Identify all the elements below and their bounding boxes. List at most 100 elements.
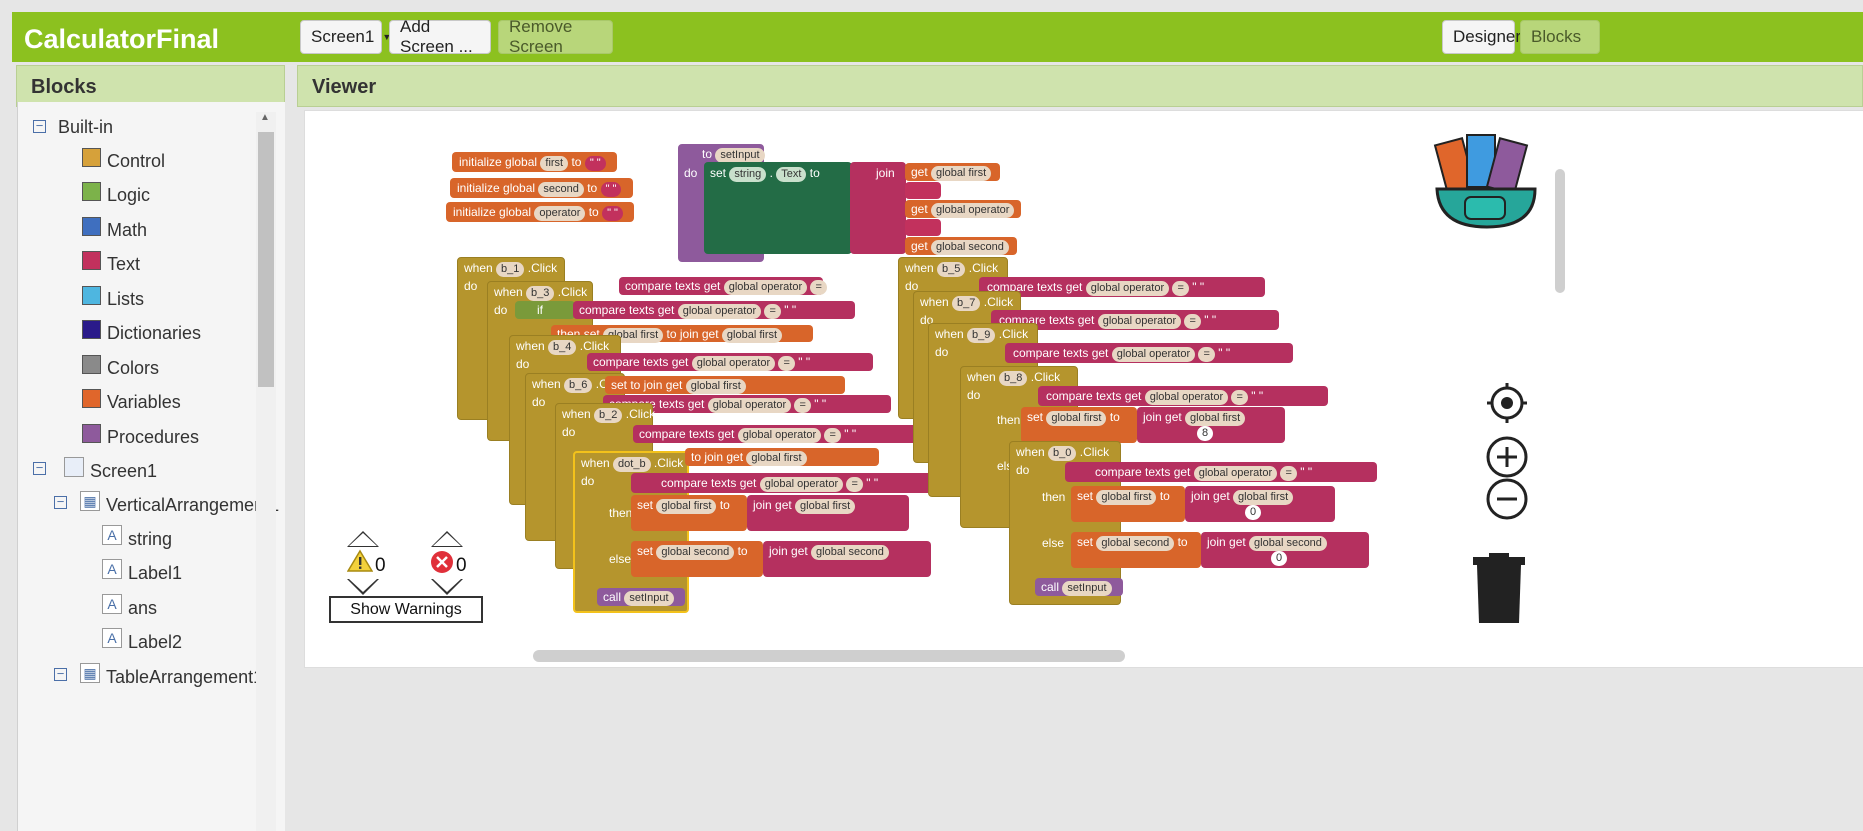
collapse-table-icon[interactable]: − (54, 667, 67, 681)
category-lists[interactable]: Lists (82, 284, 144, 314)
empty-text-block[interactable]: " " (584, 156, 606, 171)
zoom-in-icon[interactable] (1485, 435, 1533, 483)
event-component[interactable]: dot_b (613, 457, 651, 472)
event-component[interactable]: b_4 (548, 340, 577, 355)
category-control[interactable]: Control (82, 146, 165, 176)
compare-texts-block[interactable]: compare texts get global operator = " " (1038, 386, 1328, 406)
builtin-label[interactable]: Built-in (58, 116, 114, 137)
set-global-second-block[interactable]: set global second to (1071, 532, 1201, 568)
component-label1[interactable]: A Label1 (102, 558, 182, 588)
init-global-operator-block[interactable]: initialize global operator to " " (446, 202, 634, 222)
blocks-scroll-thumb[interactable] (258, 132, 274, 387)
vertical-scrollbar[interactable] (1555, 169, 1565, 293)
get-global-second-block[interactable]: get global second (905, 237, 1017, 255)
component-ans[interactable]: A ans (102, 593, 157, 623)
init-global-first-block[interactable]: initialize global first to " " (452, 152, 617, 172)
set-global-first-block[interactable]: set global first to (631, 495, 747, 531)
get-global-operator-block[interactable]: get global operator (905, 200, 1021, 218)
text-literal-0[interactable]: 0 (1245, 505, 1262, 520)
category-dictionaries[interactable]: Dictionaries (82, 319, 201, 349)
join-block[interactable]: join get global first (747, 495, 909, 531)
category-logic[interactable]: Logic (82, 181, 150, 211)
next-error-icon[interactable] (431, 579, 463, 595)
category-procedures[interactable]: Procedures (82, 422, 199, 452)
compare-texts-block[interactable]: compare texts get global operator = " " (1065, 462, 1377, 482)
designer-button[interactable]: Designer (1442, 20, 1521, 54)
event-component[interactable]: b_7 (952, 296, 981, 311)
collapse-screen-icon[interactable]: − (33, 461, 46, 475)
event-component[interactable]: b_2 (594, 408, 623, 423)
backpack-icon[interactable] (1431, 127, 1545, 235)
component-dropdown[interactable]: string (729, 167, 767, 182)
var-dropdown[interactable]: global second (931, 240, 1009, 255)
compare-texts-block[interactable]: compare texts get global operator = " " (573, 301, 855, 319)
init-global-second-block[interactable]: initialize global second to " " (450, 178, 633, 198)
event-component[interactable]: b_9 (967, 328, 996, 343)
vertical-arrangement-item[interactable]: ▦ VerticalArrangement1 (80, 490, 279, 520)
set-string-text-block[interactable]: set string . Text to (704, 162, 852, 254)
join-block[interactable]: join get global second (763, 541, 931, 577)
next-warning-icon[interactable] (347, 579, 379, 595)
compare-texts-block[interactable]: compare texts get global operator = " " (991, 310, 1279, 330)
property-dropdown[interactable]: Text (776, 167, 807, 182)
compare-texts-block[interactable]: compare texts get global operator = " " (633, 425, 919, 443)
trash-icon[interactable] (1469, 551, 1529, 625)
call-setinput-block[interactable]: call setInput (597, 588, 685, 606)
compare-texts-block[interactable]: compare texts get global operator = " " (631, 473, 939, 493)
category-text[interactable]: Text (82, 250, 140, 280)
add-screen-button[interactable]: Add Screen ... (389, 17, 491, 56)
text-literal-0[interactable]: 0 (1271, 551, 1288, 566)
screen-select[interactable]: Screen1 ▼ (300, 20, 391, 54)
screen1-item[interactable]: Screen1 (64, 456, 157, 486)
set-global-second-block[interactable]: set global second to (631, 541, 763, 577)
event-component[interactable]: b_0 (1048, 446, 1077, 461)
event-component[interactable]: b_8 (999, 371, 1028, 386)
var-dropdown[interactable]: global operator (931, 203, 1015, 218)
component-label2[interactable]: A Label2 (102, 627, 182, 657)
empty-text-block[interactable] (905, 219, 941, 236)
empty-text-block[interactable] (905, 182, 941, 199)
set-global-first-block[interactable]: set global first to (1021, 407, 1137, 443)
set-global-first-block[interactable]: set global first to (1071, 486, 1185, 522)
join-block[interactable]: join get global first 8 (1137, 407, 1285, 443)
table-arrangement-item[interactable]: ▦ TableArrangement1 (80, 662, 263, 692)
compare-texts-block[interactable]: compare texts get global operator = " " (1005, 343, 1293, 363)
blocks-button[interactable]: Blocks (1520, 20, 1600, 54)
category-colors[interactable]: Colors (82, 353, 159, 383)
event-component[interactable]: b_5 (937, 262, 966, 277)
join-block[interactable]: join (850, 162, 906, 254)
procedure-name[interactable]: setInput (715, 148, 765, 163)
recenter-icon[interactable] (1485, 381, 1533, 429)
scroll-up-icon[interactable]: ▲ (260, 112, 270, 123)
show-warnings-button[interactable]: Show Warnings (329, 596, 483, 623)
remove-screen-button[interactable]: Remove Screen (498, 17, 613, 56)
var-name-second[interactable]: second (538, 182, 584, 197)
set-block[interactable]: set to join get global first (605, 376, 845, 394)
category-variables[interactable]: Variables (82, 388, 181, 418)
empty-text-block[interactable]: " " (602, 206, 623, 221)
category-math[interactable]: Math (82, 215, 147, 245)
var-name-operator[interactable]: operator (534, 206, 586, 221)
zoom-out-icon[interactable] (1485, 477, 1533, 525)
collapse-builtin-icon[interactable]: − (33, 119, 46, 133)
prev-error-icon[interactable] (431, 531, 463, 547)
join-block[interactable]: join get global first 0 (1185, 486, 1335, 522)
set-block[interactable]: to join get global first (685, 448, 879, 466)
compare-texts-block[interactable]: compare texts get global operator = " " (619, 277, 842, 295)
var-dropdown[interactable]: global first (931, 166, 992, 181)
component-string[interactable]: A string (102, 524, 172, 554)
event-component[interactable]: b_6 (564, 378, 593, 393)
prev-warning-icon[interactable] (347, 531, 379, 547)
if-block[interactable]: if (515, 301, 575, 319)
compare-texts-block[interactable]: compare texts get global operator = " " (587, 353, 873, 371)
event-component[interactable]: b_1 (496, 262, 525, 277)
blocks-workspace[interactable]: initialize global first to " " initializ… (304, 110, 1863, 668)
event-component[interactable]: b_3 (526, 286, 555, 301)
collapse-vertical-icon[interactable]: − (54, 495, 67, 509)
compare-texts-block[interactable]: compare texts get global operator = " " (979, 277, 1265, 297)
get-global-first-block[interactable]: get global first (905, 163, 1000, 181)
horizontal-scrollbar[interactable] (533, 650, 1125, 662)
var-name-first[interactable]: first (540, 156, 569, 171)
empty-text-block[interactable]: " " (600, 182, 622, 197)
text-literal-8[interactable]: 8 (1197, 426, 1214, 441)
